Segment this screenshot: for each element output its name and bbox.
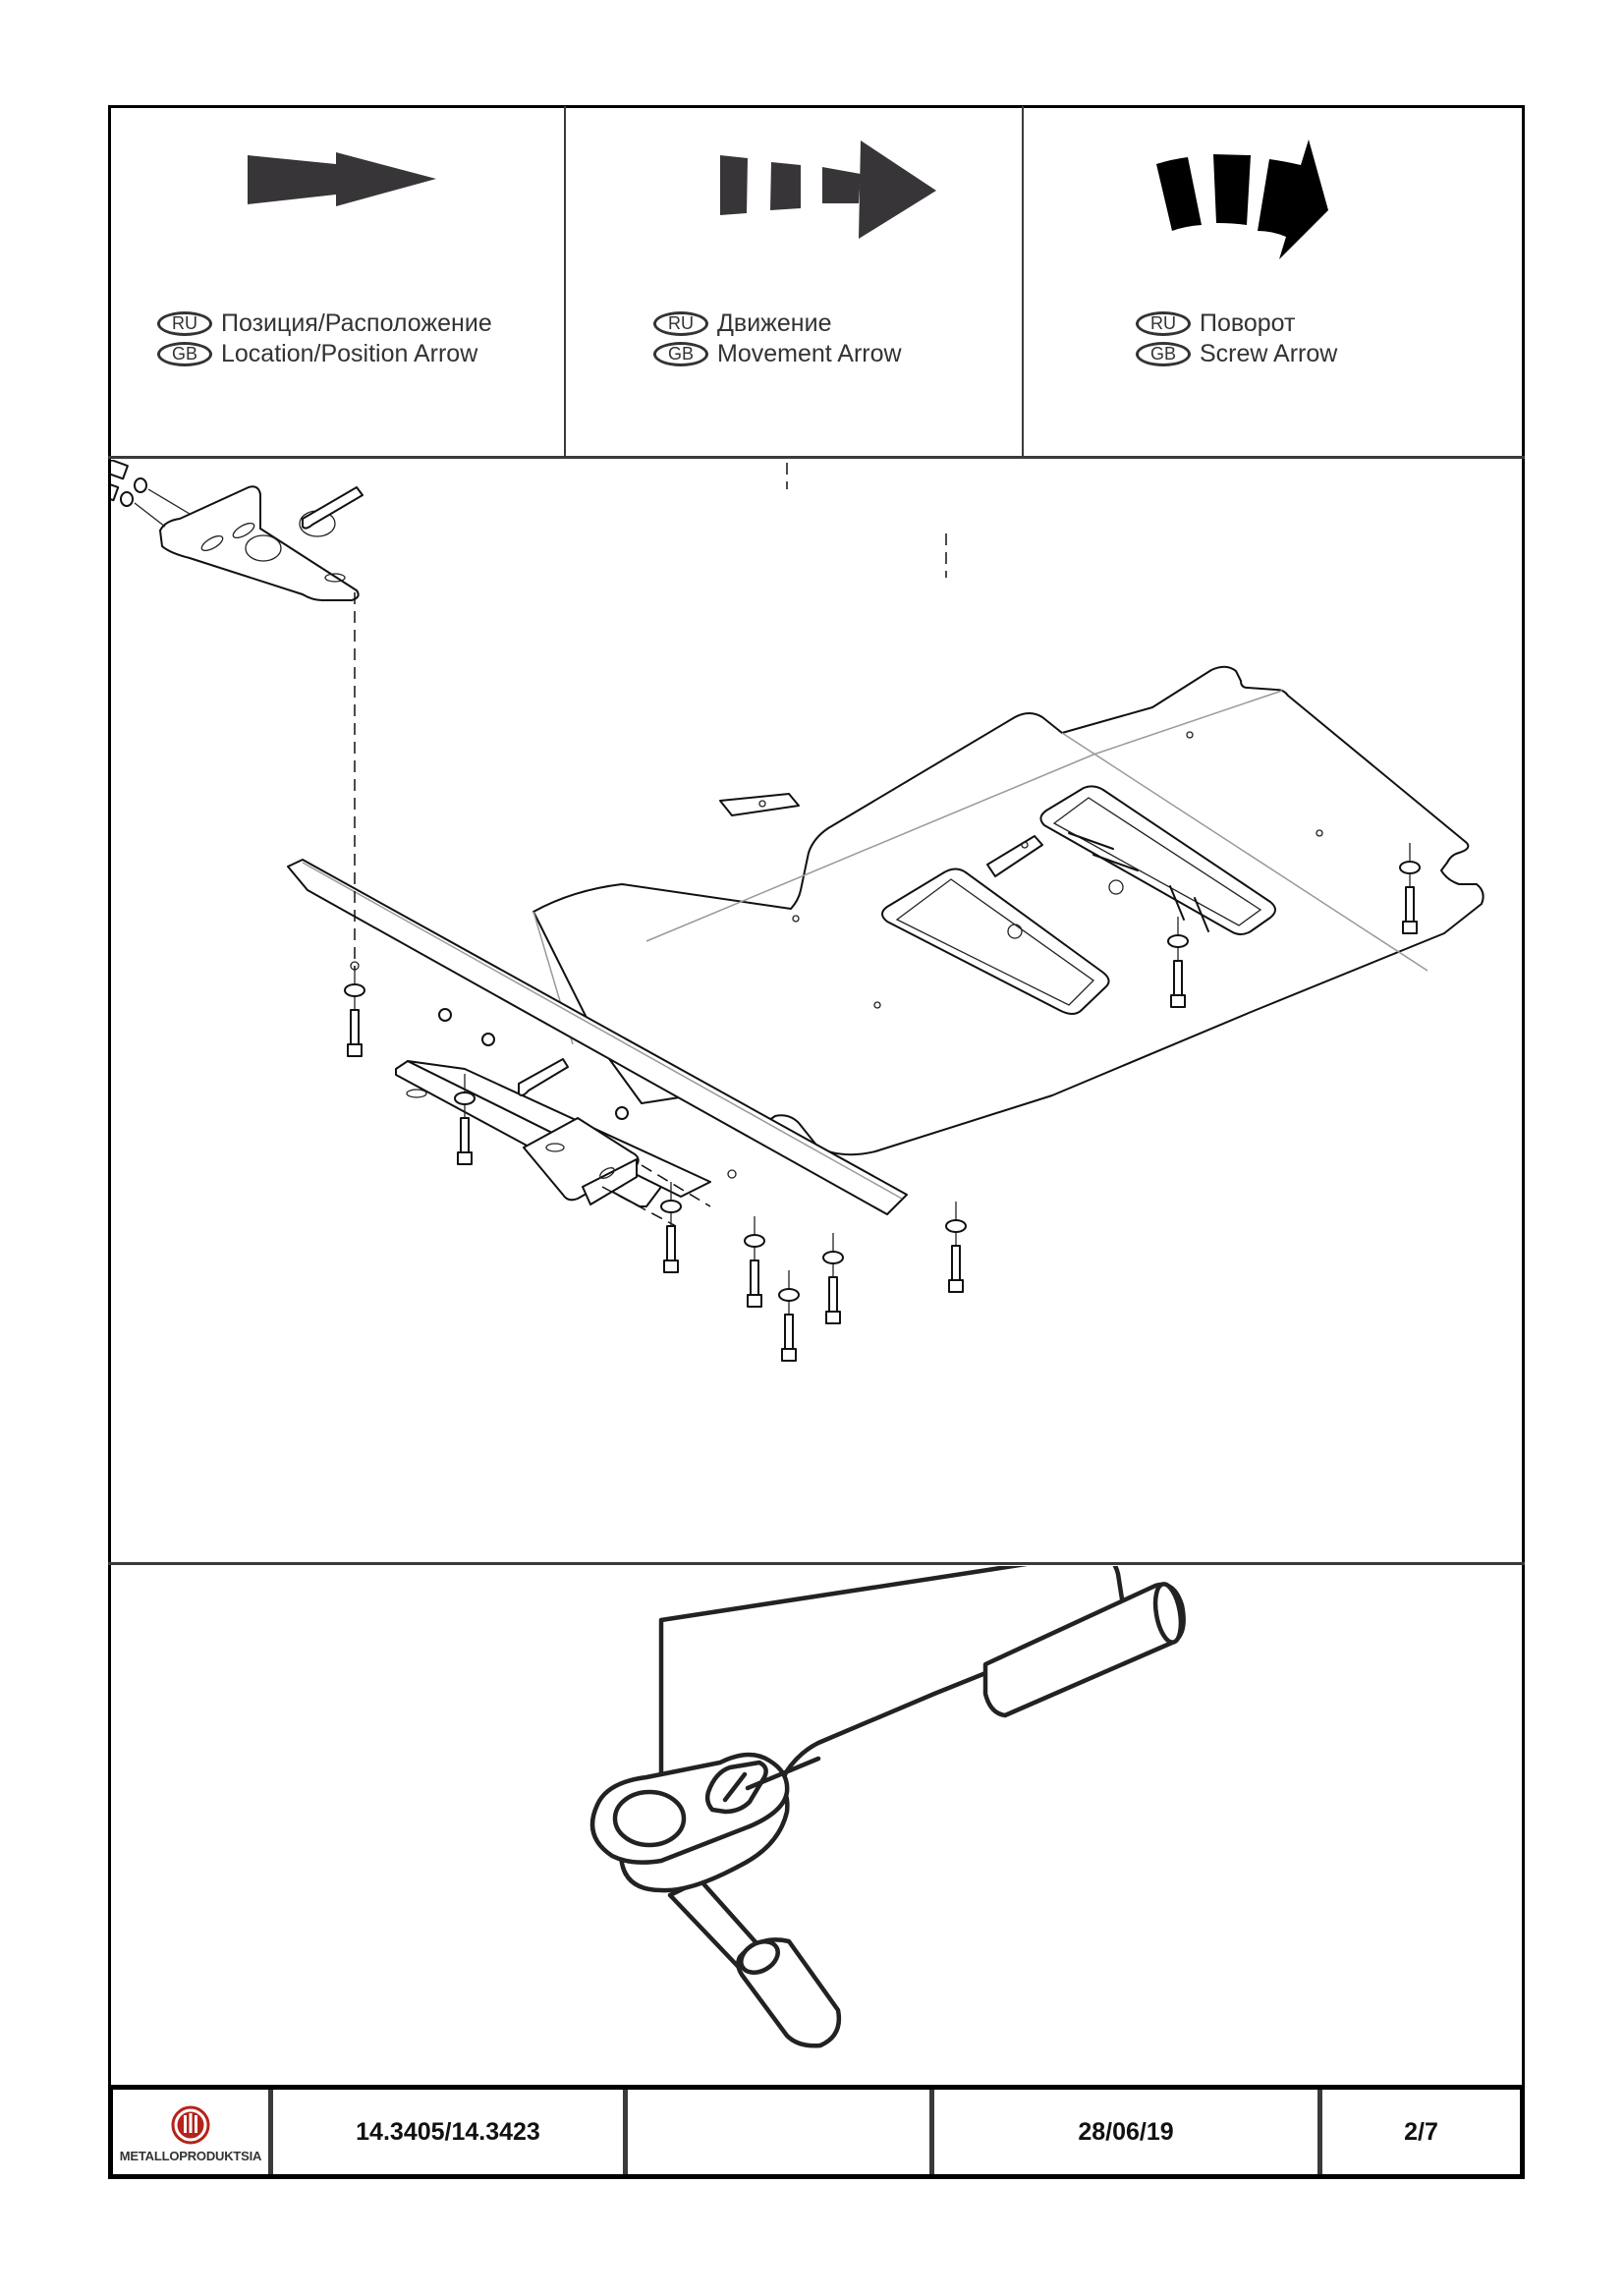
- bolt-washer-stack: [744, 1216, 765, 1308]
- ru-badge: RU: [157, 311, 212, 336]
- gb-badge: GB: [653, 342, 708, 366]
- movement-arrow-icon: [720, 140, 936, 239]
- bolt-head-icon: [347, 1043, 363, 1057]
- bolt-head-icon: [1170, 994, 1186, 1008]
- screw-arrow-icon: [1156, 140, 1328, 259]
- bolt-head-icon: [948, 1279, 964, 1293]
- legend-movement-arrow: RU Движение GB Movement Arrow: [566, 108, 1022, 458]
- revision-date: 28/06/19: [934, 2090, 1322, 2174]
- left-bracket: [159, 485, 364, 971]
- legend-separator: [108, 456, 1525, 459]
- page-number: 2/7: [1404, 2117, 1438, 2146]
- ru-label: Движение: [717, 309, 832, 337]
- bolt-head-icon: [457, 1151, 473, 1165]
- location-arrow-icon: [248, 152, 436, 206]
- gb-badge: GB: [157, 342, 212, 366]
- bolt-washer-stack: [778, 1270, 800, 1362]
- ru-badge: RU: [1136, 311, 1191, 336]
- legend-text: RU Поворот GB Screw Arrow: [1136, 308, 1337, 369]
- washer-icon: [778, 1288, 800, 1302]
- bolt-washer-stack: [344, 966, 365, 1057]
- brand-logo-icon: [171, 2105, 210, 2144]
- blank-field: [628, 2090, 934, 2174]
- ru-badge: RU: [653, 311, 708, 336]
- center-clip: [986, 835, 1043, 877]
- bolt-head-icon: [825, 1311, 841, 1324]
- gb-label: Location/Position Arrow: [221, 340, 478, 367]
- gb-badge: GB: [1136, 342, 1191, 366]
- legend-text: RU Позиция/Расположение GB Location/Positi…: [157, 308, 492, 369]
- bolt-washer-stack: [1399, 843, 1421, 934]
- bolt-washer-stack: [1167, 917, 1189, 1008]
- right-bracket: [518, 1058, 711, 1227]
- washer-icon: [344, 983, 365, 997]
- gb-label: Screw Arrow: [1200, 340, 1338, 367]
- bolt-head-icon: [781, 1348, 797, 1362]
- gb-label: Movement Arrow: [717, 340, 902, 367]
- bolt-washer-stack: [660, 1182, 682, 1273]
- bolt-washer-stack: [822, 1233, 844, 1324]
- legend-location-arrow: RU Позиция/Расположение GB Location/Positi…: [111, 108, 564, 458]
- washer-icon: [945, 1219, 967, 1233]
- long-rail: [287, 859, 908, 1215]
- ru-label: Поворот: [1200, 309, 1296, 337]
- legend-text: RU Движение GB Movement Arrow: [653, 308, 902, 369]
- brand-logo-cell: METALLOPRODUKTSIA: [113, 2090, 273, 2174]
- skid-plate: [532, 665, 1484, 1156]
- title-block: METALLOPRODUKTSIA 14.3405/14.3423 28/06/…: [108, 2085, 1525, 2179]
- vertical-bolts: [344, 843, 1421, 1362]
- washer-icon: [744, 1234, 765, 1248]
- legend-divider-1: [564, 106, 566, 458]
- washer-icon: [1167, 934, 1189, 948]
- bolt-head-icon: [663, 1260, 679, 1273]
- drawing-separator: [108, 1562, 1525, 1565]
- bolt-head-icon: [747, 1294, 762, 1308]
- bolt-washer-stack: [454, 1074, 476, 1165]
- ratchet-wrench-icon: [589, 1566, 1186, 2048]
- washer-icon: [660, 1200, 682, 1213]
- washer-icon: [454, 1092, 476, 1105]
- bolt-head-icon: [1402, 921, 1418, 934]
- washer-icon: [822, 1251, 844, 1264]
- ru-label: Позиция/Расположение: [221, 309, 492, 337]
- brand-name: METALLOPRODUKTSIA: [119, 2148, 262, 2163]
- legend-screw-arrow: RU Поворот GB Screw Arrow: [1024, 108, 1522, 458]
- legend-divider-2: [1022, 106, 1024, 458]
- ratchet-wrench-illustration: [589, 1566, 1186, 2048]
- skid-plate-exploded-drawing: [111, 460, 1484, 1362]
- washer-icon: [1399, 861, 1421, 874]
- part-number: 14.3405/14.3423: [273, 2090, 628, 2174]
- bolt-washer-stack: [945, 1202, 967, 1293]
- bolt-group-left: [111, 460, 191, 528]
